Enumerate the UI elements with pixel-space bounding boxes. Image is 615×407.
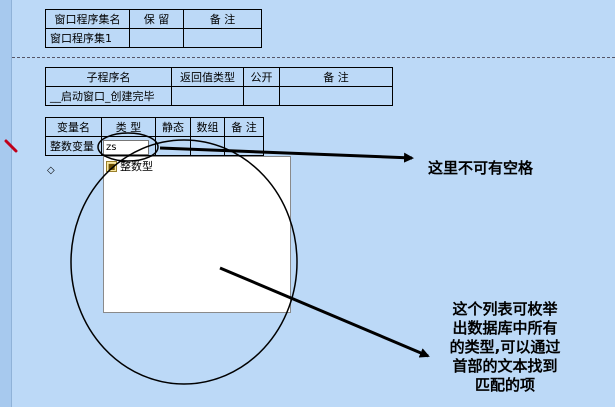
breakpoint-marker-icon[interactable] [4, 139, 18, 153]
annotation-list-description: 这个列表可枚举 出数据库中所有 的类型,可以通过 首部的文本找到 匹配的项 [430, 300, 580, 395]
cell-subprogram-name[interactable]: __启动窗口_创建完毕 [45, 86, 172, 106]
header-note: 备 注 [224, 117, 264, 137]
cell-note[interactable] [279, 86, 393, 106]
header-program-set-name: 窗口程序集名 [45, 9, 130, 29]
annotation-line: 首部的文本找到 [452, 357, 558, 375]
cell-program-set-name[interactable]: 窗口程序集1 [45, 28, 130, 48]
cell-note[interactable] [224, 136, 264, 156]
header-static: 静态 [155, 117, 191, 137]
header-reserved: 保 留 [129, 9, 184, 29]
header-return-type: 返回值类型 [171, 67, 244, 87]
header-subprogram-name: 子程序名 [45, 67, 172, 87]
annotation-line: 匹配的项 [474, 376, 535, 394]
cell-reserved[interactable] [129, 28, 184, 48]
header-note: 备 注 [183, 9, 262, 29]
type-autocomplete-list[interactable]: ■ 整数型 [103, 156, 291, 313]
header-public: 公开 [243, 67, 280, 87]
cell-variable-name[interactable]: 整数变量 [45, 136, 102, 156]
header-array: 数组 [190, 117, 225, 137]
editor-gutter [0, 0, 12, 407]
annotation-line: 的类型,可以通过 [449, 338, 561, 356]
subprogram-table: 子程序名 返回值类型 公开 备 注 __启动窗口_创建完毕 [45, 67, 393, 106]
cell-array[interactable] [190, 136, 225, 156]
type-edit-input[interactable]: zs [103, 140, 149, 155]
cell-public[interactable] [243, 86, 280, 106]
diamond-icon: ◇ [47, 165, 55, 176]
annotation-no-space: 这里不可有空格 [428, 159, 534, 177]
section-divider [12, 57, 615, 58]
list-item-label: 整数型 [120, 160, 153, 173]
cell-note[interactable] [183, 28, 262, 48]
annotation-line: 出数据库中所有 [452, 319, 558, 337]
list-item[interactable]: ■ 整数型 [106, 159, 153, 173]
header-note: 备 注 [279, 67, 393, 87]
cell-static[interactable] [155, 136, 191, 156]
program-set-table: 窗口程序集名 保 留 备 注 窗口程序集1 [45, 9, 262, 48]
header-variable-name: 变量名 [45, 117, 102, 137]
data-type-icon: ■ [106, 160, 117, 172]
cell-return-type[interactable] [171, 86, 244, 106]
header-type: 类 型 [101, 117, 156, 137]
annotation-line: 这个列表可枚举 [452, 300, 558, 318]
variable-table: 变量名 类 型 静态 数组 备 注 整数变量 [45, 117, 264, 156]
